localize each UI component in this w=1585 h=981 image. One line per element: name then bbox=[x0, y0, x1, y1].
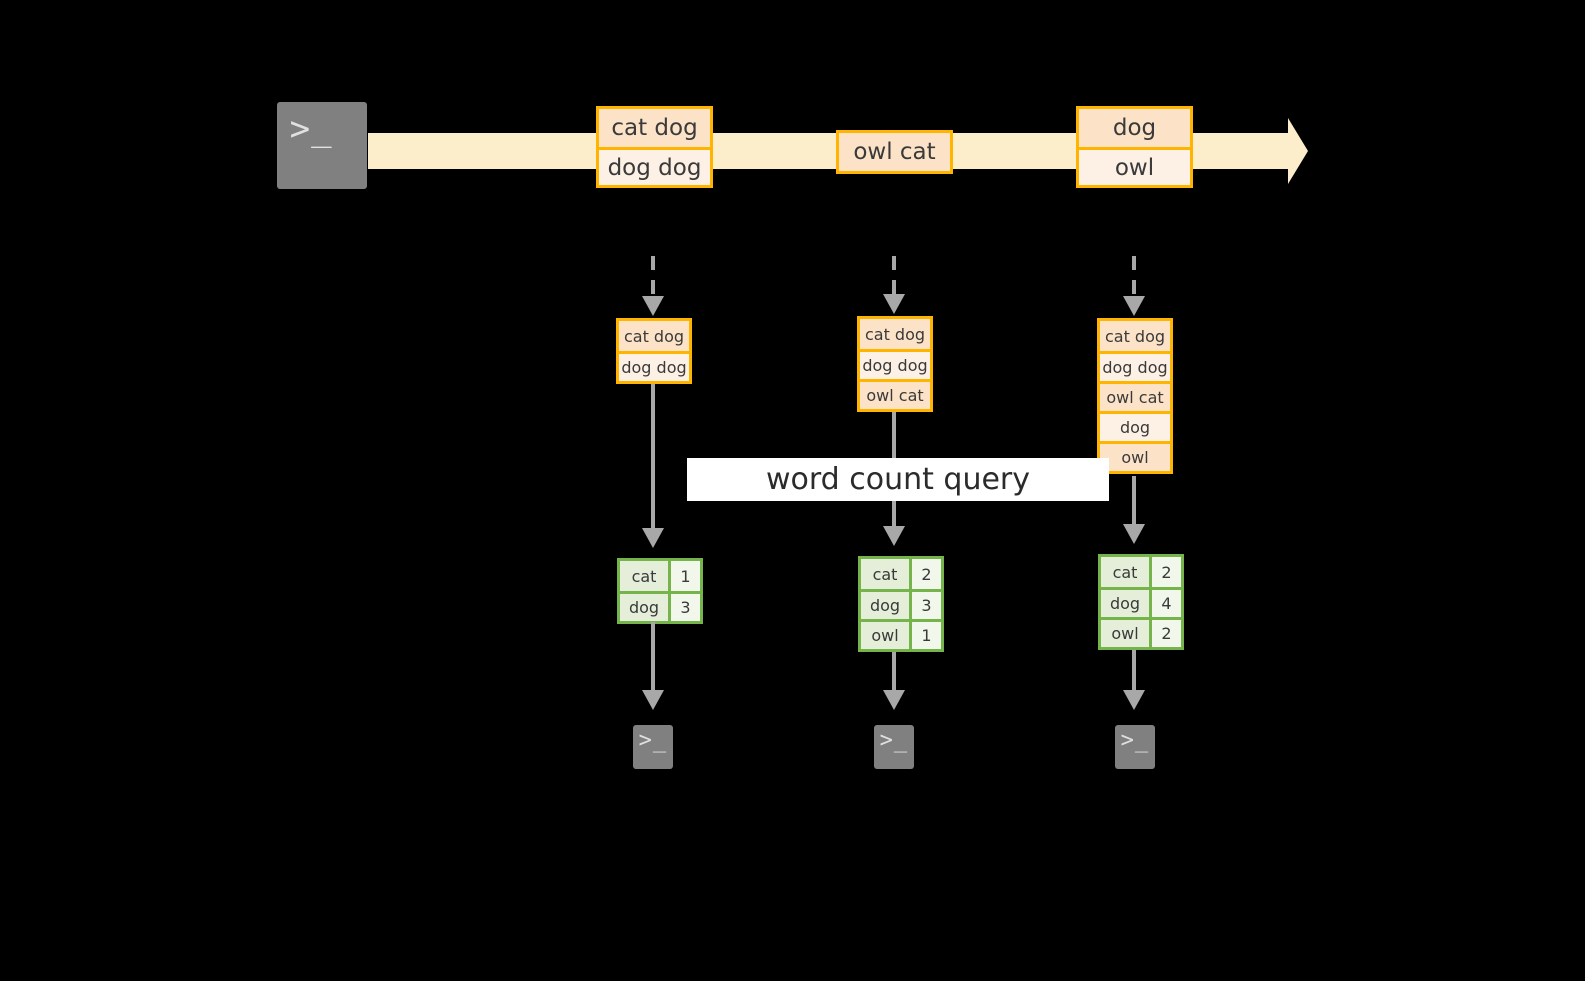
snapshot-1-query-arrowhead-icon bbox=[642, 528, 664, 548]
stream-batch-2: owl cat bbox=[836, 130, 953, 174]
result-word: owl bbox=[861, 622, 909, 649]
snapshot-2-sink-line bbox=[892, 652, 896, 694]
snapshot-1-sink-line bbox=[651, 622, 655, 694]
result-count: 2 bbox=[1149, 557, 1181, 587]
result-word: owl bbox=[1101, 620, 1149, 647]
snapshot-3-query-arrowhead-icon bbox=[1123, 524, 1145, 544]
stream-batch-1-line-2: dog dog bbox=[599, 147, 710, 185]
result-word: cat bbox=[620, 561, 668, 591]
table-row: cat 2 bbox=[861, 559, 941, 589]
snapshot-3-input-line-2: dog dog bbox=[1100, 351, 1170, 381]
snapshot-3-tap-arrowhead-icon bbox=[1123, 296, 1145, 316]
result-count: 2 bbox=[909, 559, 941, 589]
snapshot-3-input-line-3: owl cat bbox=[1100, 381, 1170, 411]
table-row: owl 2 bbox=[1101, 617, 1181, 647]
result-count: 1 bbox=[909, 622, 941, 649]
stream-arrowhead-icon bbox=[1288, 118, 1308, 184]
snapshot-1-sink-arrowhead-icon bbox=[642, 690, 664, 710]
table-row: dog 4 bbox=[1101, 587, 1181, 617]
table-row: dog 3 bbox=[861, 589, 941, 619]
table-row: dog 3 bbox=[620, 591, 700, 621]
snapshot-2-input-line-2: dog dog bbox=[860, 349, 930, 379]
snapshot-2-tap-arrowhead-icon bbox=[883, 294, 905, 314]
stream-batch-2-line-1: owl cat bbox=[839, 133, 950, 171]
result-count: 4 bbox=[1149, 590, 1181, 617]
snapshot-3-sink-terminal-icon: >_ bbox=[1106, 716, 1164, 778]
terminal-prompt-glyph: >_ bbox=[879, 728, 909, 754]
stream-batch-3: dog owl bbox=[1076, 106, 1193, 188]
table-row: cat 1 bbox=[620, 561, 700, 591]
result-word: dog bbox=[861, 592, 909, 619]
result-word: dog bbox=[620, 594, 668, 621]
snapshot-1-input-line-2: dog dog bbox=[619, 351, 689, 381]
terminal-prompt-glyph: >_ bbox=[1120, 728, 1150, 754]
snapshot-2-result-table: cat 2 dog 3 owl 1 bbox=[858, 556, 944, 652]
result-count: 3 bbox=[668, 594, 700, 621]
snapshot-3-tap-line bbox=[1132, 256, 1136, 300]
snapshot-1-query-line bbox=[651, 384, 655, 532]
snapshot-3-query-line bbox=[1132, 476, 1136, 528]
source-terminal-icon: >_ bbox=[268, 93, 376, 198]
snapshot-2-input-line-3: owl cat bbox=[860, 379, 930, 409]
result-count: 2 bbox=[1149, 620, 1181, 647]
snapshot-2-input-stack: cat dog dog dog owl cat bbox=[857, 316, 933, 412]
snapshot-2-tap-line bbox=[892, 256, 896, 298]
result-count: 3 bbox=[909, 592, 941, 619]
snapshot-1-sink-terminal-icon: >_ bbox=[624, 716, 682, 778]
table-row: owl 1 bbox=[861, 619, 941, 649]
stream-batch-1: cat dog dog dog bbox=[596, 106, 713, 188]
result-word: cat bbox=[861, 559, 909, 589]
terminal-prompt-glyph: >_ bbox=[638, 728, 668, 754]
result-word: dog bbox=[1101, 590, 1149, 617]
snapshot-3-sink-arrowhead-icon bbox=[1123, 690, 1145, 710]
snapshot-1-tap-line bbox=[651, 256, 655, 300]
snapshot-3-result-table: cat 2 dog 4 owl 2 bbox=[1098, 554, 1184, 650]
snapshot-1-tap-arrowhead-icon bbox=[642, 296, 664, 316]
snapshot-2-sink-arrowhead-icon bbox=[883, 690, 905, 710]
snapshot-3-input-line-5: owl bbox=[1100, 441, 1170, 471]
snapshot-3-input-stack: cat dog dog dog owl cat dog owl bbox=[1097, 318, 1173, 474]
snapshot-1-input-line-1: cat dog bbox=[619, 321, 689, 351]
snapshot-3-sink-line bbox=[1132, 650, 1136, 694]
stream-batch-1-line-1: cat dog bbox=[599, 109, 710, 147]
snapshot-2-query-arrowhead-icon bbox=[883, 526, 905, 546]
result-count: 1 bbox=[668, 561, 700, 591]
stream-batch-3-line-1: dog bbox=[1079, 109, 1190, 147]
snapshot-2-input-line-1: cat dog bbox=[860, 319, 930, 349]
snapshot-3-input-line-4: dog bbox=[1100, 411, 1170, 441]
snapshot-2-sink-terminal-icon: >_ bbox=[865, 716, 923, 778]
snapshot-3-input-line-1: cat dog bbox=[1100, 321, 1170, 351]
table-row: cat 2 bbox=[1101, 557, 1181, 587]
terminal-prompt-glyph: >_ bbox=[289, 109, 333, 150]
result-word: cat bbox=[1101, 557, 1149, 587]
snapshot-1-result-table: cat 1 dog 3 bbox=[617, 558, 703, 624]
snapshot-1-input-stack: cat dog dog dog bbox=[616, 318, 692, 384]
stream-batch-3-line-2: owl bbox=[1079, 147, 1190, 185]
query-label: word count query bbox=[687, 458, 1109, 501]
